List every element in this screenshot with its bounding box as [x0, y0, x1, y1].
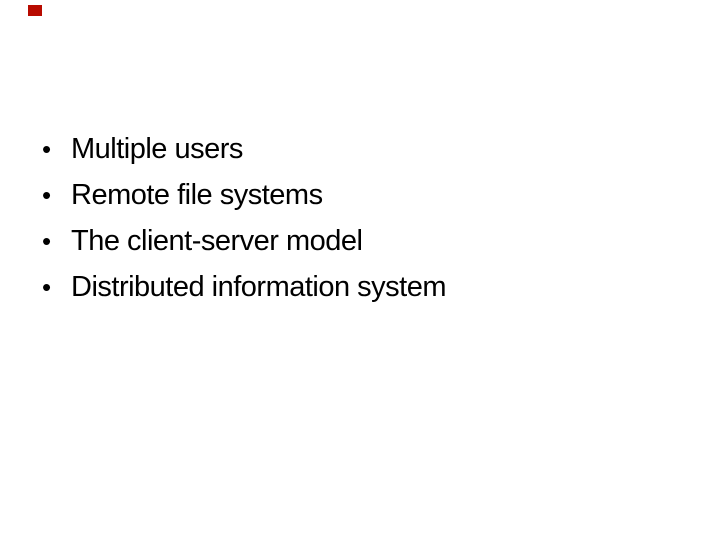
- bullet-list: • Multiple users • Remote file systems •…: [42, 126, 447, 310]
- bullet-text: Remote file systems: [71, 179, 323, 211]
- bullet-text: The client-server model: [71, 225, 363, 257]
- bullet-item: • Multiple users: [42, 126, 446, 172]
- bullet-dot-icon: •: [42, 272, 52, 302]
- bullet-item: • Distributed information system: [42, 264, 447, 310]
- bullet-dot-icon: •: [42, 180, 52, 210]
- bullet-text: Distributed information system: [71, 271, 447, 303]
- bullet-item: • Remote file systems: [42, 172, 446, 218]
- bullet-dot-icon: •: [42, 134, 52, 164]
- corner-marker: [28, 5, 42, 16]
- bullet-dot-icon: •: [42, 226, 52, 256]
- bullet-text: Multiple users: [71, 133, 243, 165]
- bullet-item: • The client-server model: [42, 218, 446, 264]
